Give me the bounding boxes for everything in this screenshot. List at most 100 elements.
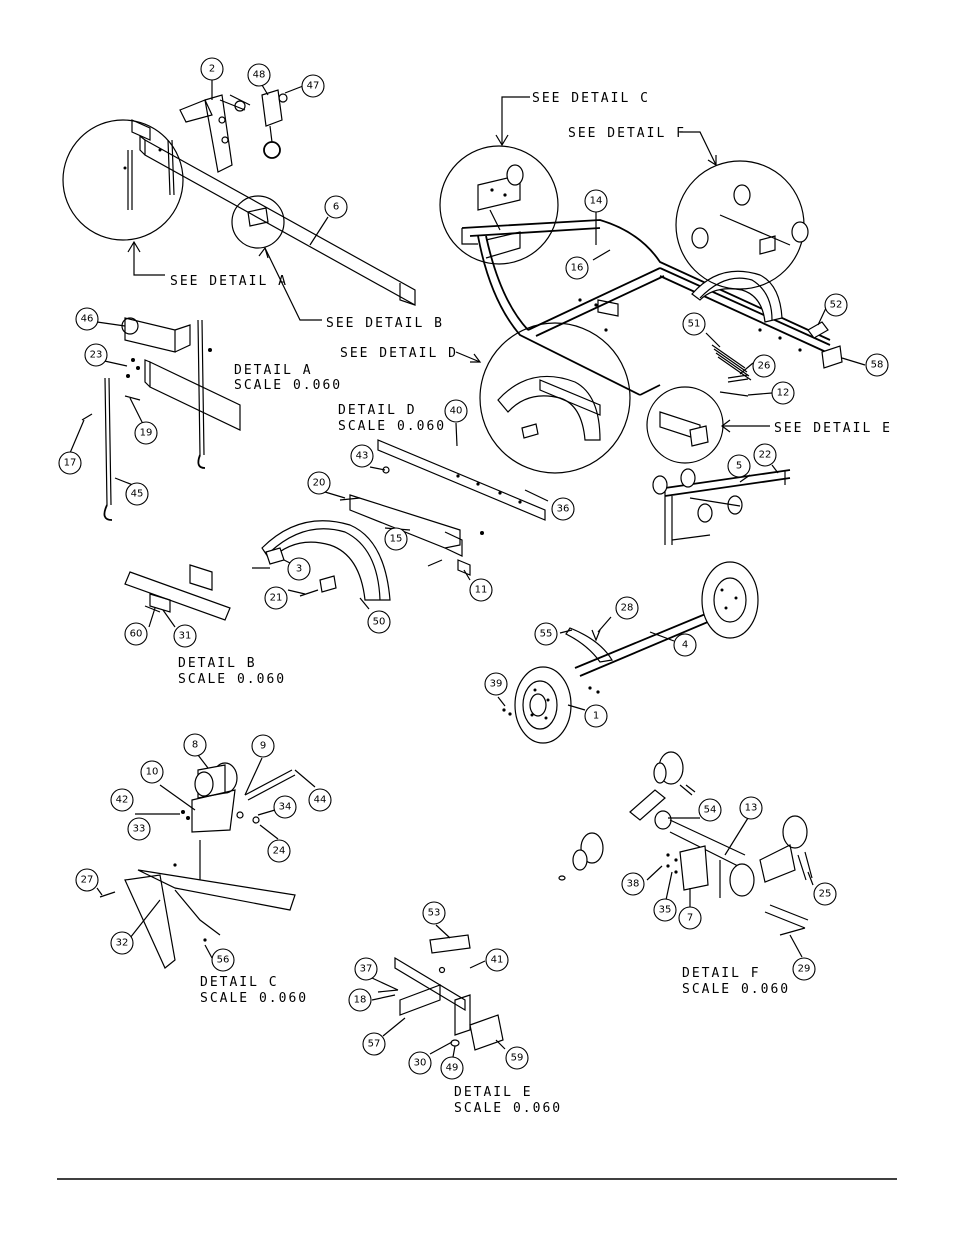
callout: 23: [84, 343, 108, 367]
detail-d-preview: [497, 375, 601, 441]
detail-e-circle: [646, 386, 724, 464]
see-detail-a-label: SEE DETAIL A: [170, 274, 288, 289]
callout: 22: [753, 443, 777, 467]
callout: 48: [247, 63, 271, 87]
detail-e-preview: [659, 411, 709, 447]
detail-a-preview: [123, 119, 175, 210]
callout: 2: [200, 57, 224, 81]
svg-text:46: 46: [81, 314, 94, 325]
svg-text:41: 41: [491, 955, 504, 966]
svg-text:43: 43: [356, 451, 369, 462]
svg-text:6: 6: [333, 202, 339, 213]
svg-text:26: 26: [758, 361, 771, 372]
svg-text:7: 7: [687, 913, 693, 924]
svg-text:49: 49: [446, 1063, 459, 1074]
detail-c-circle: [439, 145, 559, 265]
callout: 47: [301, 74, 325, 98]
svg-text:5: 5: [736, 461, 742, 472]
leader-lines: [69, 80, 866, 1058]
detail-d-scale: SCALE 0.060: [338, 419, 446, 434]
svg-text:40: 40: [450, 406, 463, 417]
callout: 43: [350, 444, 374, 468]
tongue-assembly: [139, 89, 416, 307]
svg-text:48: 48: [253, 70, 266, 81]
detail-c-title: DETAIL C: [200, 975, 279, 990]
svg-text:33: 33: [133, 824, 146, 835]
callout: 24: [267, 839, 291, 863]
callout: 30: [408, 1051, 432, 1075]
svg-text:25: 25: [819, 889, 832, 900]
callout: 17: [58, 451, 82, 475]
svg-text:42: 42: [116, 795, 129, 806]
trailer-frame: [461, 219, 843, 397]
svg-text:32: 32: [116, 938, 129, 949]
callout: 33: [127, 817, 151, 841]
detail-d-circle: [479, 322, 631, 474]
callout: 5: [727, 454, 751, 478]
detail-f-rollers: [558, 751, 813, 936]
svg-text:39: 39: [490, 679, 503, 690]
callout: 51: [682, 312, 706, 336]
callout: 16: [565, 256, 589, 280]
svg-text:36: 36: [557, 504, 570, 515]
svg-text:1: 1: [593, 711, 599, 722]
callout: 28: [615, 596, 639, 620]
callout: 7: [678, 906, 702, 930]
callout: 50: [367, 610, 391, 634]
detail-f-preview: [691, 184, 809, 255]
axle-assembly: [502, 561, 759, 744]
callout: 59: [505, 1046, 529, 1070]
callout: 52: [824, 293, 848, 317]
part-callouts: 2 48 47 6 46 23 17 19 45 60 31 43 20 40 …: [58, 57, 889, 1080]
callout: 25: [813, 882, 837, 906]
detail-e-scale: SCALE 0.060: [454, 1101, 562, 1116]
callout: 27: [75, 868, 99, 892]
callout: 53: [422, 901, 446, 925]
svg-text:17: 17: [64, 458, 77, 469]
callout: 60: [124, 622, 148, 646]
callout: 38: [621, 872, 645, 896]
svg-text:34: 34: [279, 802, 292, 813]
svg-text:28: 28: [621, 603, 634, 614]
callout: 26: [752, 354, 776, 378]
detail-e-title: DETAIL E: [454, 1085, 533, 1100]
see-detail-d-label: SEE DETAIL D: [340, 346, 458, 361]
detail-labels: SEE DETAIL A SEE DETAIL B SEE DETAIL C S…: [170, 91, 890, 1116]
svg-text:54: 54: [704, 805, 717, 816]
svg-text:10: 10: [146, 767, 159, 778]
svg-text:31: 31: [179, 631, 192, 642]
detail-c-preview: [477, 164, 524, 231]
callout: 4: [673, 633, 697, 657]
callout: 49: [440, 1056, 464, 1080]
svg-text:22: 22: [759, 450, 772, 461]
callout: 36: [551, 497, 575, 521]
svg-text:23: 23: [90, 350, 103, 361]
callout: 1: [584, 704, 608, 728]
callout: 45: [125, 482, 149, 506]
callout: 20: [307, 471, 331, 495]
callout: 19: [134, 421, 158, 445]
svg-text:19: 19: [140, 428, 153, 439]
svg-text:8: 8: [192, 740, 198, 751]
svg-text:16: 16: [571, 263, 584, 274]
callout: 56: [211, 948, 235, 972]
detail-f-circle: [675, 160, 805, 290]
detail-c-bracket: [99, 762, 296, 969]
callout: 10: [140, 760, 164, 784]
callout: 57: [362, 1032, 386, 1056]
svg-text:59: 59: [511, 1053, 524, 1064]
svg-text:4: 4: [682, 640, 688, 651]
svg-text:56: 56: [217, 955, 230, 966]
callout: 29: [792, 957, 816, 981]
callout: 34: [273, 795, 297, 819]
svg-text:53: 53: [428, 908, 441, 919]
detail-a-circle: [62, 119, 184, 241]
detail-e-bracket: [377, 934, 504, 1051]
detail-a-scale: SCALE 0.060: [234, 378, 342, 393]
callout: 37: [354, 957, 378, 981]
detail-b-title: DETAIL B: [178, 656, 257, 671]
svg-text:12: 12: [777, 388, 790, 399]
callout: 58: [865, 353, 889, 377]
